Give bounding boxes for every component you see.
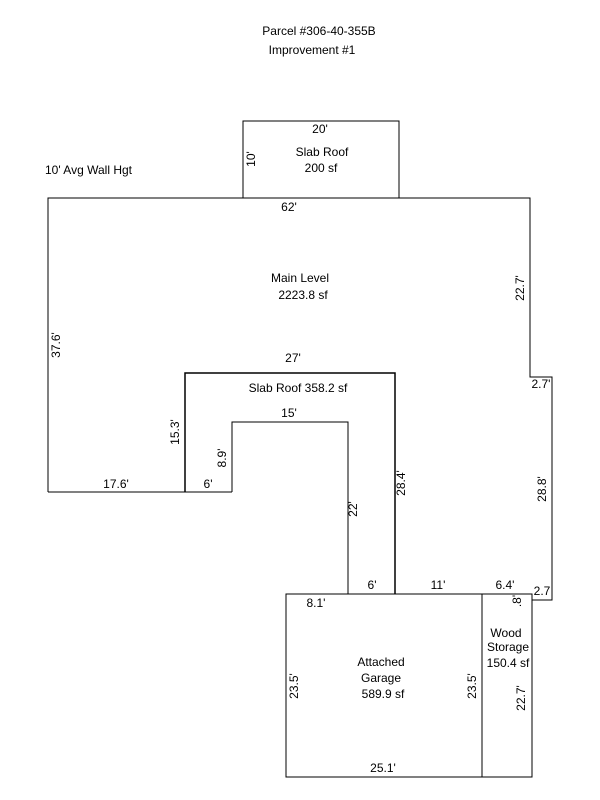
- dim-bottom-mid: 11': [431, 578, 446, 592]
- main-level-name: Main Level: [271, 271, 329, 285]
- slab-roof-top-name: Slab Roof: [296, 145, 349, 159]
- wood-storage-name-line1: Wood: [490, 626, 521, 640]
- dim-notch-right: 2.7: [534, 584, 551, 598]
- dim-bottom-right: 6.4': [496, 578, 515, 592]
- dim-main-right-lower: 28.8': [535, 476, 549, 502]
- dim-inner-top: 27': [285, 351, 301, 365]
- dim-jog-right: 2.7': [532, 377, 551, 391]
- dim-inner-core-right: 22': [346, 501, 360, 517]
- inner-core-outline: [231, 421, 349, 594]
- garage-area: 589.9 sf: [362, 687, 405, 701]
- dim-inner-core-top: 15': [281, 406, 297, 420]
- dim-slab-top-height: 10': [244, 151, 258, 167]
- dim-slab-top-width: 20': [312, 122, 328, 136]
- dim-bottom-gap: 6': [368, 578, 377, 592]
- improvement-number: Improvement #1: [269, 43, 356, 57]
- dim-garage-top: 8.1': [307, 596, 326, 610]
- dim-main-right-upper: 22.7': [513, 275, 527, 301]
- main-level-area: 2223.8 sf: [278, 288, 328, 302]
- slab-roof-inner-outline: [184, 372, 396, 594]
- dim-main-left: 37.6': [49, 332, 63, 358]
- dim-storage-notch: .8': [510, 595, 524, 607]
- slab-roof-top-area: 200 sf: [305, 161, 338, 175]
- slab-roof-inner-label: Slab Roof 358.2 sf: [249, 381, 348, 395]
- wood-storage-area: 150.4 sf: [487, 656, 530, 670]
- dim-inner-right: 28.4': [394, 470, 408, 496]
- garage-name-line1: Attached: [357, 655, 404, 669]
- garage-outline: [285, 593, 483, 778]
- dim-main-bottom-left: 17.6': [103, 477, 129, 491]
- dim-inner-step-bottom: 6': [204, 477, 213, 491]
- wall-height-note: 10' Avg Wall Hgt: [45, 163, 133, 177]
- dim-inner-left: 15.3': [168, 419, 182, 445]
- wood-storage-name-line2: Storage: [487, 640, 529, 654]
- dim-garage-left: 23.5': [287, 673, 301, 699]
- dim-inner-step-height: 8.9': [215, 449, 229, 468]
- wood-storage-outline: [482, 593, 533, 778]
- main-level-outline: [47, 197, 553, 601]
- dim-garage-bottom: 25.1': [370, 761, 396, 775]
- dim-garage-right: 23.5': [465, 673, 479, 699]
- dim-main-top: 62': [281, 200, 297, 214]
- garage-name-line2: Garage: [361, 671, 401, 685]
- parcel-number: Parcel #306-40-355B: [262, 24, 375, 38]
- dim-storage-right: 22.7': [514, 685, 528, 711]
